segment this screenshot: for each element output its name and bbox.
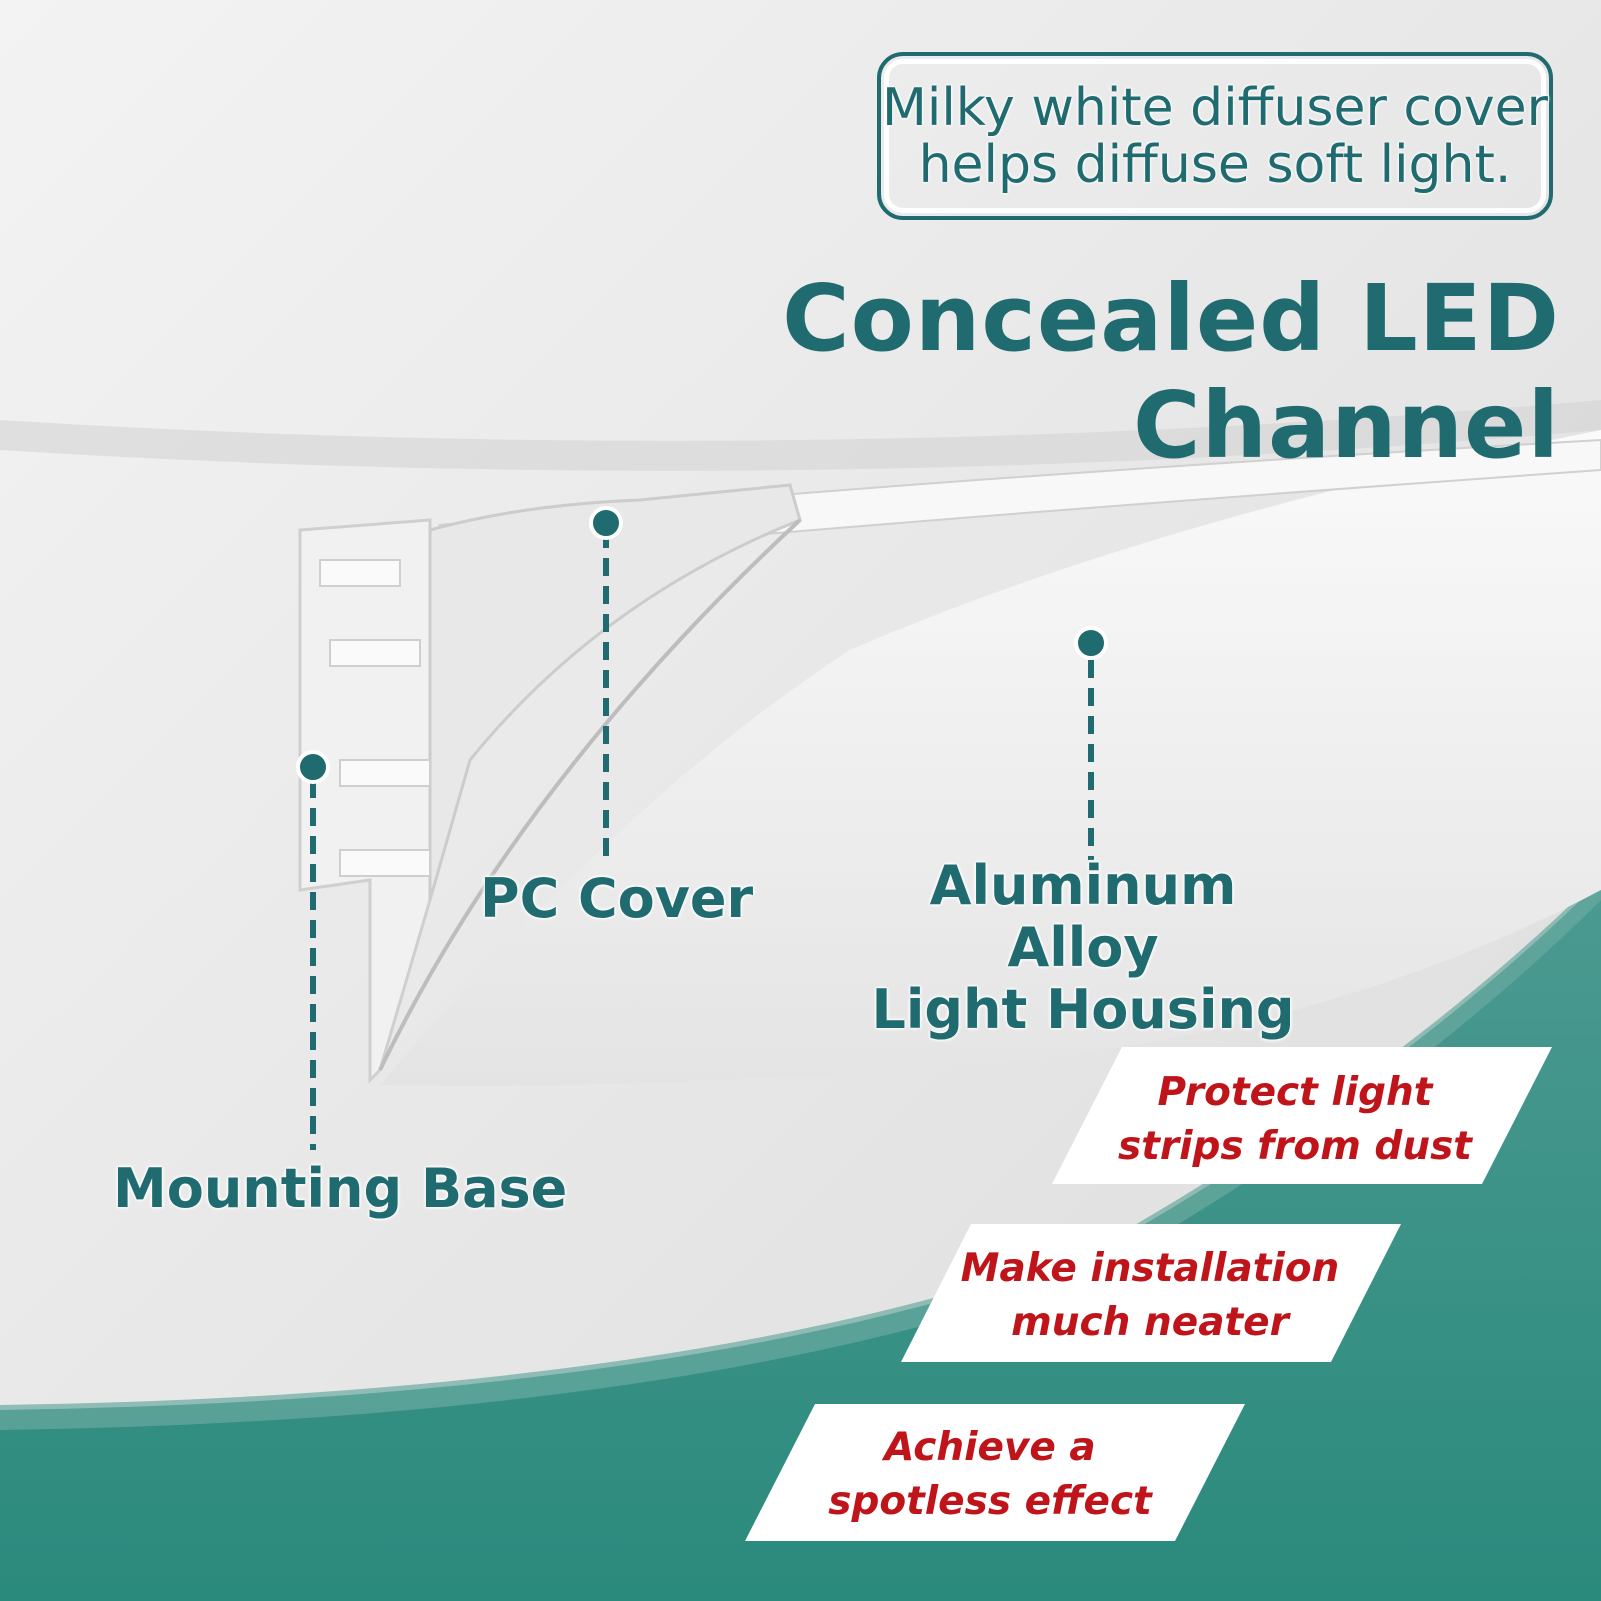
pc-cover-profile	[428, 483, 802, 901]
pc-cover-dot	[589, 506, 623, 540]
benefit-banner-3	[745, 1404, 1245, 1541]
pc-cover-label: PC Cover	[480, 867, 754, 930]
benefit-text-1: Protect light strips from dust	[1118, 1070, 1472, 1169]
page-title: Concealed LED Channel	[782, 265, 1560, 479]
housing-dot	[1074, 626, 1108, 660]
mounting-base-dot	[296, 750, 330, 784]
mounting-base-label: Mounting Base	[113, 1157, 568, 1220]
benefit-text-2: Make installation much neater	[960, 1246, 1340, 1345]
cover-curve	[378, 518, 802, 1071]
benefit-banner-1	[1052, 1047, 1552, 1184]
benefit-banner-2	[901, 1224, 1401, 1362]
housing-label: Aluminum Alloy Light Housing	[871, 854, 1295, 1042]
diffuser-callout-box: Milky white diffuser cover helps diffuse…	[877, 52, 1553, 220]
channel-housing-shape	[380, 430, 1601, 1086]
ceiling-shadow	[0, 400, 1601, 471]
diffuser-callout-text: Milky white diffuser cover helps diffuse…	[882, 78, 1548, 195]
benefit-text-3: Achieve a spotless effect	[828, 1425, 1152, 1524]
